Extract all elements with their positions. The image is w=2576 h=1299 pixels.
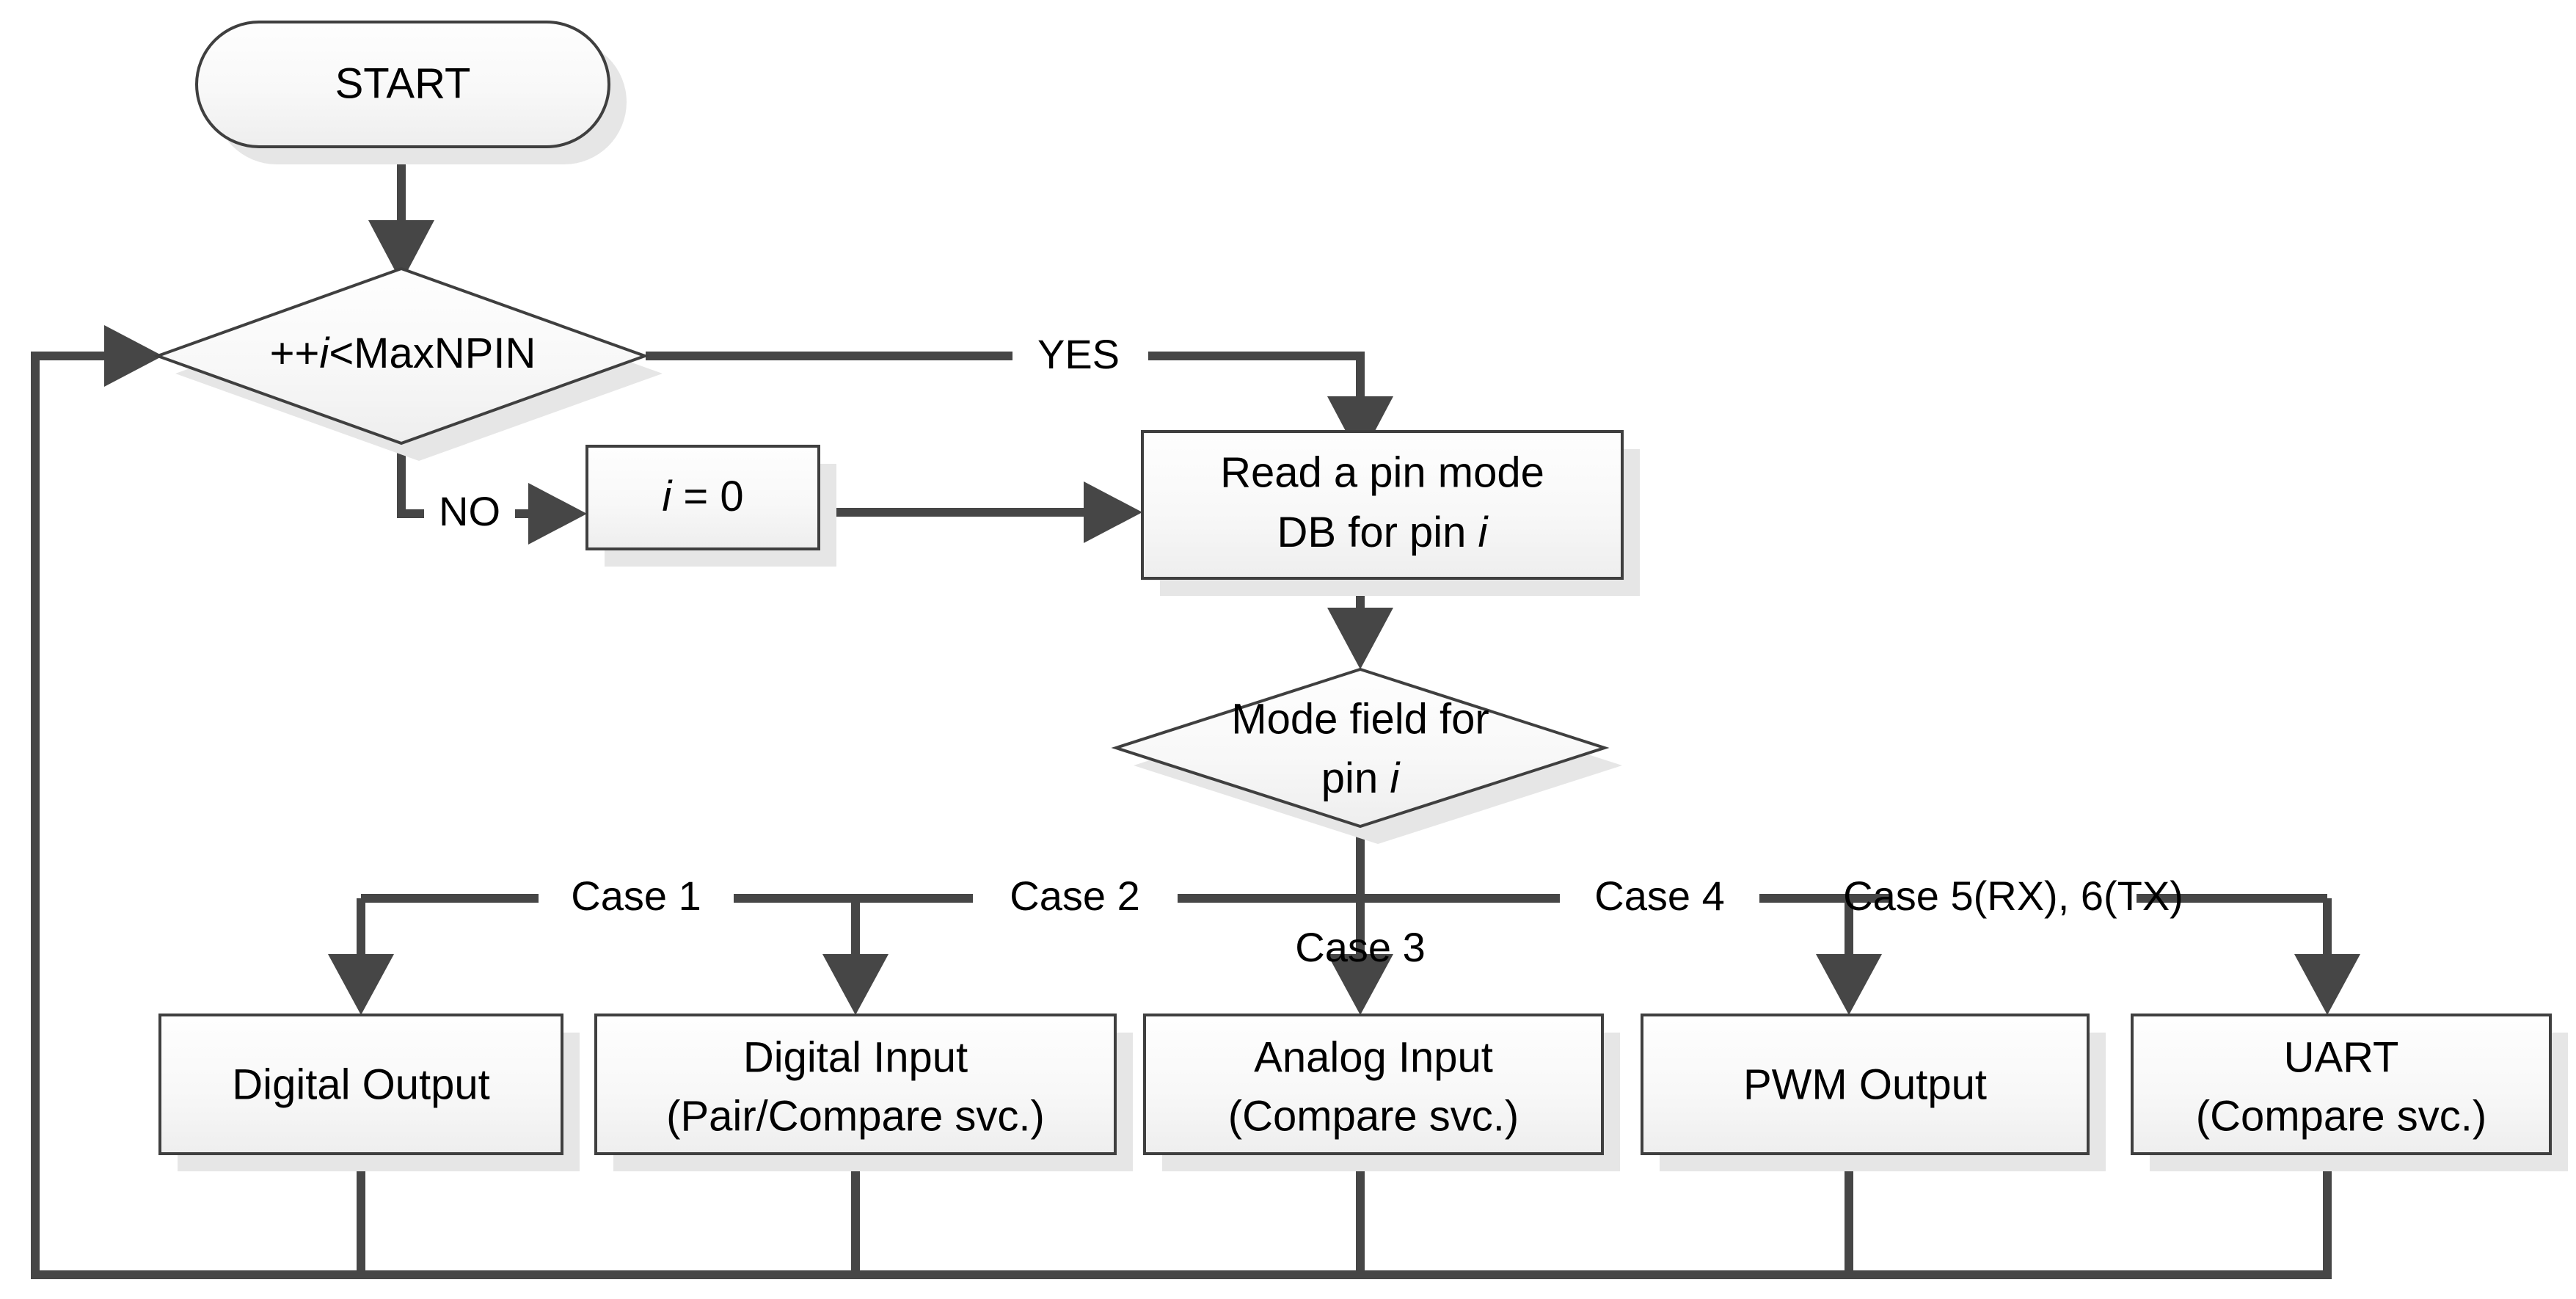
node-case-digital-output-line1: Digital Output <box>232 1060 489 1108</box>
edge-label-no-text: NO <box>439 488 500 534</box>
node-case-pwm-output[interactable]: PWM Output <box>1641 1014 2106 1171</box>
node-case-uart[interactable]: UART (Compare svc.) <box>2131 1014 2568 1171</box>
edge-case3 <box>1327 898 1393 1015</box>
node-case-uart-line2: (Compare svc.) <box>2196 1092 2486 1140</box>
node-case-pwm-output-line1: PWM Output <box>1743 1060 1987 1108</box>
node-case-digital-output[interactable]: Digital Output <box>158 1014 580 1171</box>
edge-condition-no <box>397 432 587 545</box>
node-case-digital-input-line1: Digital Input <box>743 1033 968 1081</box>
edge-label-yes: YES <box>1012 329 1148 387</box>
node-case-digital-input[interactable]: Digital Input (Pair/Compare svc.) <box>594 1014 1133 1171</box>
edge-init-to-read <box>819 481 1142 543</box>
edge-condition-yes <box>646 352 1393 459</box>
node-start[interactable]: START <box>195 21 627 164</box>
edge-case2 <box>822 898 889 1015</box>
edge-case1 <box>328 898 394 1015</box>
edge-label-case3-text: Case 3 <box>1295 924 1425 970</box>
node-case-analog-input[interactable]: Analog Input (Compare svc.) <box>1143 1014 1620 1171</box>
edge-label-case2-text: Case 2 <box>1010 873 1139 919</box>
edge-case56 <box>2294 898 2360 1015</box>
edge-return-loop <box>31 325 2332 1279</box>
node-init-label: i = 0 <box>662 473 743 520</box>
node-case-analog-input-line1: Analog Input <box>1254 1033 1493 1081</box>
node-init[interactable]: i = 0 <box>585 445 836 567</box>
edge-label-case2: Case 2 <box>973 870 1178 928</box>
edge-label-case4: Case 4 <box>1560 870 1759 928</box>
edge-label-case56: Case 5(RX), 6(TX) <box>1843 870 2183 928</box>
node-case-digital-input-line2: (Pair/Compare svc.) <box>666 1092 1045 1140</box>
node-read-db-line2: DB for pin i <box>1277 509 1489 556</box>
node-read-db-line1: Read a pin mode <box>1220 448 1544 496</box>
node-mode-field[interactable]: Mode field for pin i <box>1111 667 1622 844</box>
edge-label-case56-text: Case 5(RX), 6(TX) <box>1843 873 2183 919</box>
edge-label-no: NO <box>424 486 515 543</box>
node-read-db[interactable]: Read a pin mode DB for pin i <box>1141 430 1640 596</box>
edge-label-yes-text: YES <box>1037 331 1120 377</box>
node-case-analog-input-line2: (Compare svc.) <box>1228 1092 1519 1140</box>
edge-start-to-condition <box>368 147 434 283</box>
node-case-uart-line1: UART <box>2284 1033 2399 1081</box>
edge-label-case3: Case 3 <box>1295 924 1425 970</box>
edge-label-case1: Case 1 <box>539 870 734 928</box>
edge-label-case4-text: Case 4 <box>1594 873 1724 919</box>
return-legs <box>357 1154 2332 1275</box>
edge-label-case1-text: Case 1 <box>571 873 701 919</box>
edge-case4 <box>1816 898 1882 1015</box>
node-start-label: START <box>335 59 471 107</box>
node-loop-condition[interactable]: ++i<MaxNPIN <box>153 266 663 461</box>
node-loop-condition-label: ++i<MaxNPIN <box>270 330 536 377</box>
node-mode-field-line2: pin i <box>1321 754 1401 802</box>
node-mode-field-line1: Mode field for <box>1231 695 1489 743</box>
